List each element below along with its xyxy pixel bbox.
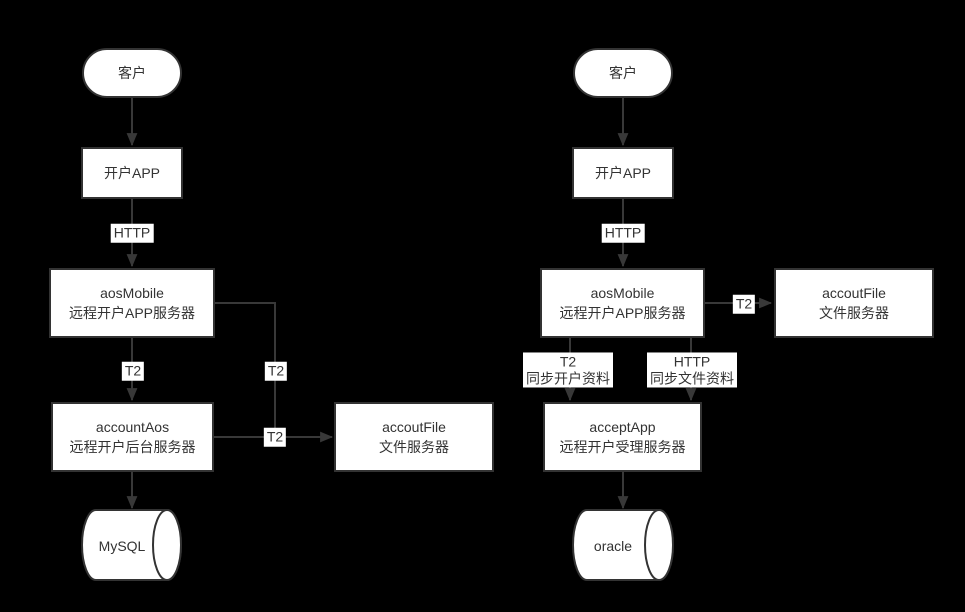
- right-customer-node: 客户: [573, 48, 673, 98]
- left-aosmobile-title: aosMobile: [100, 284, 164, 301]
- right-aosmobile-subtitle: 远程开户APP服务器: [559, 305, 686, 321]
- left-fileserver-title: accoutFile: [382, 418, 446, 435]
- right-acceptapp-subtitle: 远程开户受理服务器: [559, 439, 686, 455]
- mysql-cylinder-shape: [81, 509, 182, 581]
- mysql-database-label: MySQL: [98, 538, 146, 554]
- left-accountaos-node: accountAos 远程开户后台服务器: [51, 402, 214, 472]
- right-acceptapp-node: acceptApp 远程开户受理服务器: [543, 402, 702, 472]
- right-sync-http-label: HTTP 同步文件资料: [647, 352, 737, 388]
- left-aosmobile-node: aosMobile 远程开户APP服务器: [49, 268, 215, 338]
- left-t2-branch-vertical-label: T2: [264, 361, 288, 381]
- left-t2-main-label: T2: [121, 361, 145, 381]
- right-fileserver-node: accoutFile 文件服务器: [774, 268, 934, 338]
- right-sync-t2-line2: 同步开户资料: [526, 370, 610, 386]
- right-sync-http-line2: 同步文件资料: [650, 370, 734, 386]
- right-aosmobile-node: aosMobile 远程开户APP服务器: [540, 268, 705, 338]
- right-t2-file-label: T2: [732, 294, 756, 314]
- left-customer-label: 客户: [118, 64, 146, 81]
- right-sync-t2-line1: T2: [559, 353, 577, 370]
- right-app-label: 开户APP: [594, 164, 651, 181]
- right-http-label: HTTP: [601, 223, 645, 243]
- left-app-node: 开户APP: [81, 147, 183, 199]
- right-aosmobile-title: aosMobile: [590, 284, 655, 301]
- left-t2-branch-horizontal-label: T2: [263, 427, 287, 447]
- right-customer-label: 客户: [609, 64, 637, 81]
- left-fileserver-node: accoutFile 文件服务器: [334, 402, 494, 472]
- right-fileserver-subtitle: 文件服务器: [819, 305, 889, 321]
- right-fileserver-title: accoutFile: [822, 284, 886, 301]
- right-acceptapp-title: acceptApp: [589, 418, 656, 435]
- oracle-cylinder-shape: [572, 509, 674, 581]
- connector-left-aosmobile-branch: [215, 302, 276, 437]
- oracle-database-label: oracle: [593, 538, 633, 554]
- right-app-node: 开户APP: [572, 147, 674, 199]
- right-sync-http-line1: HTTP: [673, 353, 711, 370]
- left-accountaos-subtitle: 远程开户后台服务器: [69, 439, 196, 455]
- left-aosmobile-subtitle: 远程开户APP服务器: [68, 305, 195, 321]
- left-app-label: 开户APP: [103, 164, 160, 181]
- left-customer-node: 客户: [82, 48, 182, 98]
- left-http-label: HTTP: [110, 223, 154, 243]
- left-fileserver-subtitle: 文件服务器: [379, 439, 449, 455]
- left-accountaos-title: accountAos: [95, 418, 170, 435]
- right-sync-t2-label: T2 同步开户资料: [523, 352, 613, 388]
